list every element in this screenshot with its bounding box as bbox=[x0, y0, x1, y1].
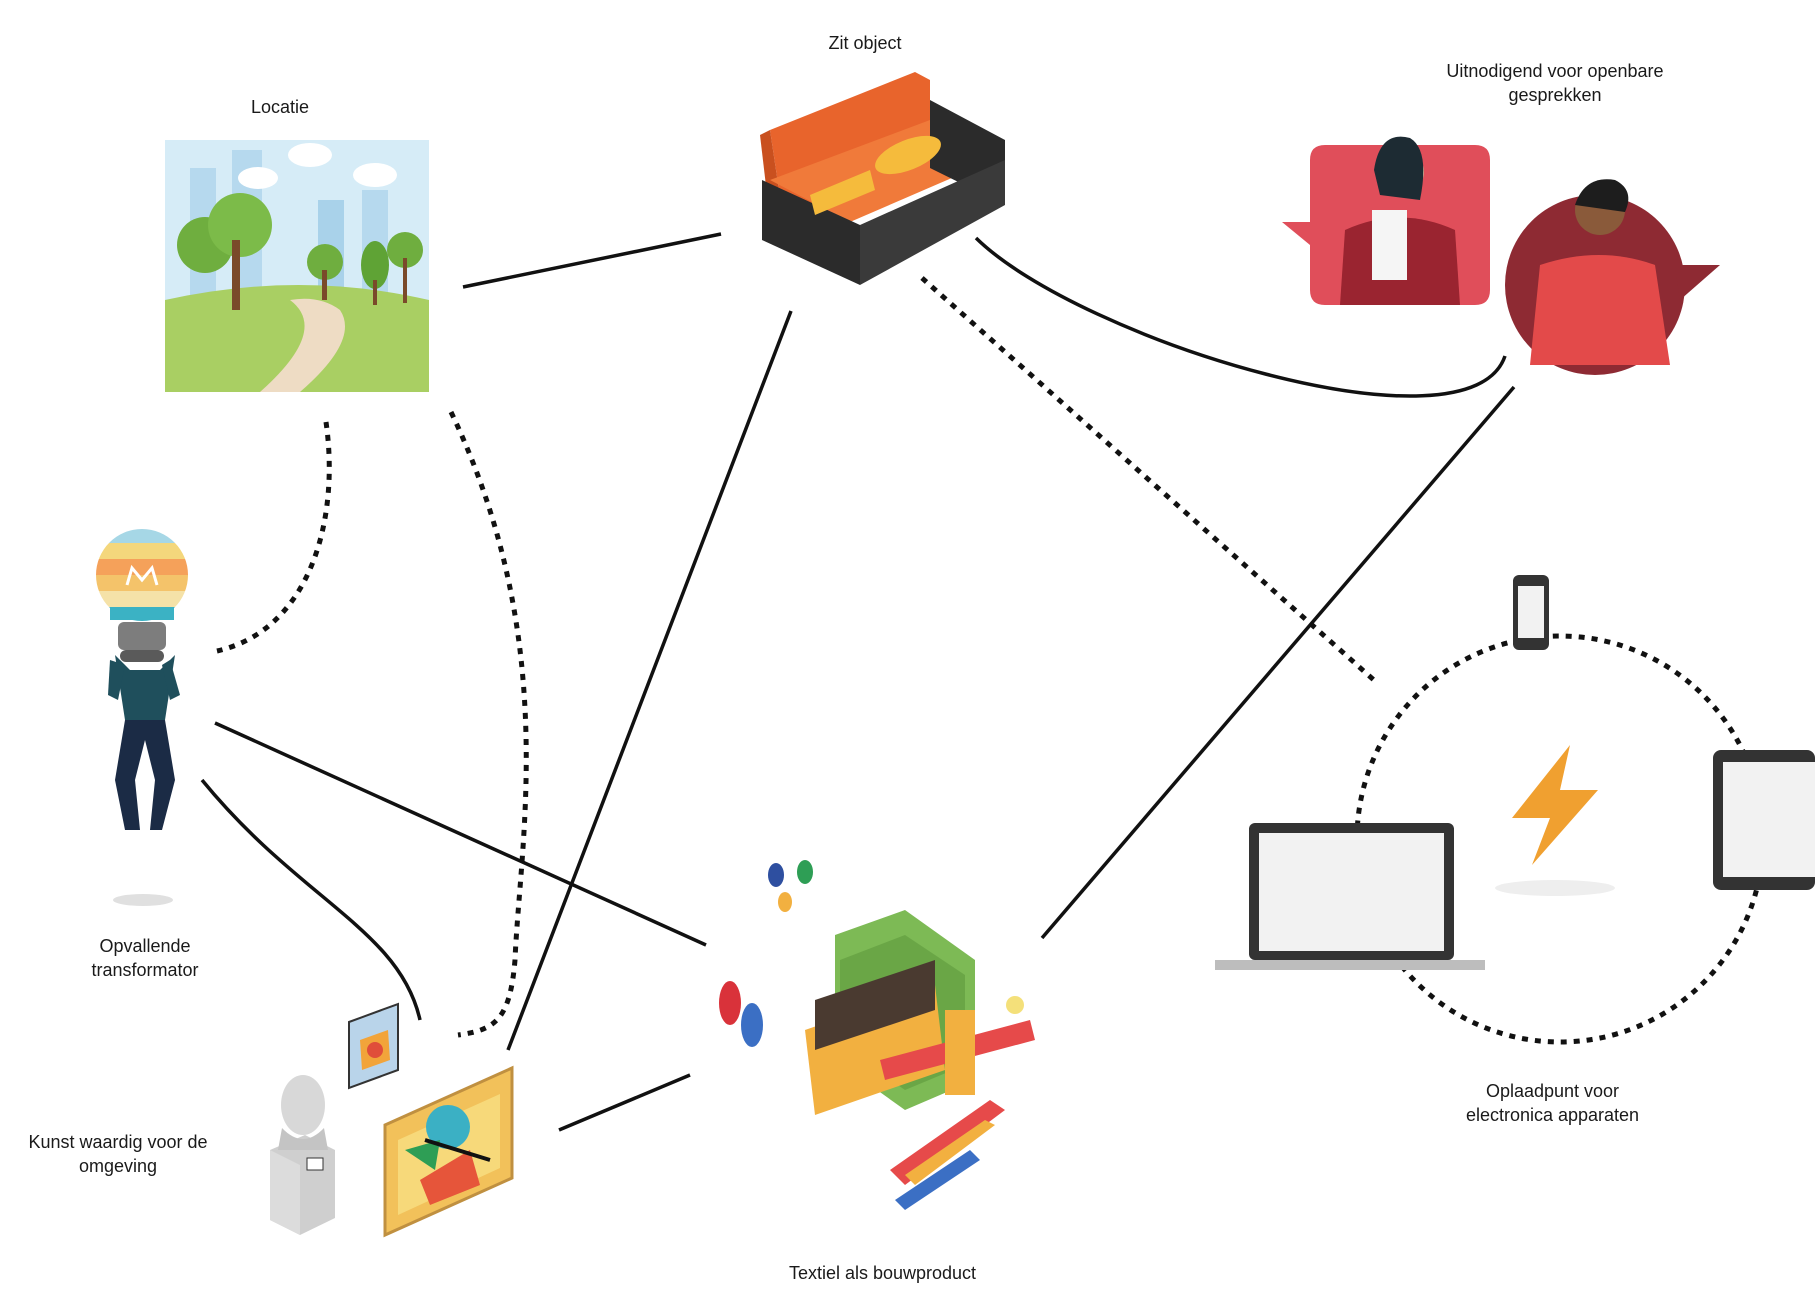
link-transformator-textiel bbox=[214, 721, 707, 947]
link-locatie-zitobject bbox=[462, 232, 722, 289]
link-zitobject-oplaadpunt bbox=[920, 276, 1377, 683]
conversation-illustration bbox=[1282, 136, 1720, 375]
node-label-zit-object: Zit object bbox=[828, 33, 902, 53]
node-label-textiel: Textiel als bouwproduct bbox=[788, 1263, 977, 1283]
link-locatie-kunst bbox=[448, 410, 529, 1038]
park-illustration bbox=[165, 140, 429, 392]
link-transformator-kunst bbox=[200, 778, 422, 1021]
node-label-locatie: Locatie bbox=[250, 97, 310, 117]
node-label-kunst: Kunst waardig voor de omgeving bbox=[28, 1132, 208, 1176]
link-gesprekken-textiel bbox=[1040, 385, 1516, 940]
node-label-gesprekken: Uitnodigend voor openbare gesprekken bbox=[1446, 61, 1664, 105]
loom-illustration bbox=[719, 860, 1035, 1210]
transformer-lightbulb-illustration bbox=[96, 529, 188, 906]
link-kunst-textiel bbox=[558, 1073, 691, 1132]
charging-devices-illustration bbox=[1215, 575, 1815, 970]
lightning-bolt-icon bbox=[1512, 745, 1598, 865]
link-zitobject-gesprekken bbox=[974, 236, 1507, 398]
link-locatie-transformator bbox=[216, 421, 332, 654]
connection-lines bbox=[200, 232, 1766, 1132]
node-label-transformator: Opvallende transformator bbox=[91, 936, 199, 980]
art-illustration bbox=[270, 1002, 514, 1238]
node-label-oplaadpunt: Oplaadpunt voor electronica apparaten bbox=[1465, 1081, 1640, 1125]
link-zitobject-kunst bbox=[506, 310, 793, 1051]
sofa-illustration bbox=[760, 72, 1005, 285]
